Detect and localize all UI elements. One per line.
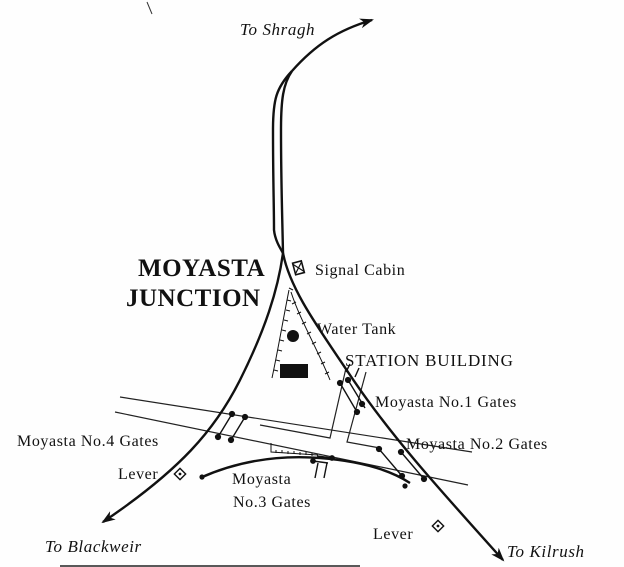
station-building-label: STATION BUILDING [345, 351, 514, 370]
gates-no1-icon [336, 363, 366, 416]
road [114, 367, 473, 486]
destination-shragh-label: To Shragh [240, 20, 316, 39]
signal-cabin-label: Signal Cabin [315, 262, 406, 279]
lever-east-label: Lever [373, 526, 414, 543]
no3-platform [270, 443, 319, 456]
station-building-icon [280, 364, 308, 378]
stray-mark [146, 1, 153, 15]
gates-no3-label-line2: No.3 Gates [233, 494, 311, 511]
switch-point-west [199, 474, 205, 480]
lever-west-label: Lever [118, 466, 159, 483]
main-track [101, 252, 505, 562]
station-platform [271, 287, 331, 381]
gates-no2-label: Moyasta No.2 Gates [406, 436, 548, 453]
lever-west-icon [173, 467, 187, 481]
switch-point-east [402, 483, 408, 489]
gates-no3-label-line1: Moyasta [232, 471, 292, 488]
junction-title-line2: JUNCTION [126, 285, 261, 312]
lever-east-icon [431, 519, 445, 533]
water-tank-icon [287, 330, 299, 342]
destination-kilrush-label: To Kilrush [507, 542, 585, 561]
gates-no4-icon [214, 410, 249, 444]
gates-no3-icon [310, 455, 335, 479]
gates-no4-label: Moyasta No.4 Gates [17, 433, 159, 450]
north-loop-track [271, 18, 374, 254]
gates-no2-icon [375, 445, 428, 483]
platform-hatch [273, 299, 330, 375]
gates-no1-label: Moyasta No.1 Gates [375, 394, 517, 411]
signal-cabin-icon [291, 259, 306, 276]
water-tank-label: Water Tank [317, 321, 397, 338]
junction-title-line1: MOYASTA [138, 255, 266, 282]
destination-blackweir-label: To Blackweir [45, 537, 142, 556]
